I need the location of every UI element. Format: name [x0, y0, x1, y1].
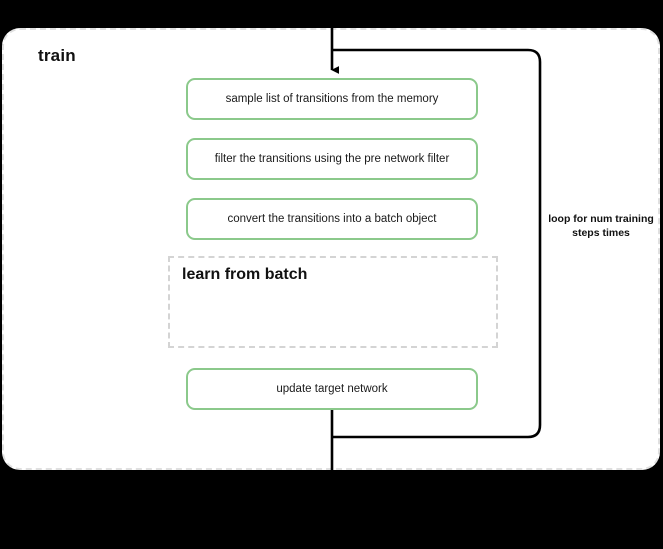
- process-node-label: filter the transitions using the pre net…: [214, 152, 450, 165]
- process-node-label: update target network: [276, 382, 388, 395]
- process-node-label: convert the transitions into a batch obj…: [227, 212, 437, 225]
- process-node-label: sample list of transitions from the memo…: [225, 92, 439, 105]
- process-node-sample[interactable]: sample list of transitions from the memo…: [186, 78, 478, 120]
- sub-scope-title-learn-from-batch: learn from batch: [182, 266, 308, 283]
- loop-annotation-label: loop for num training steps times: [548, 213, 654, 239]
- process-node-update-target-network[interactable]: update target network: [186, 368, 478, 410]
- scope-title-train: train: [38, 46, 76, 65]
- process-node-convert[interactable]: convert the transitions into a batch obj…: [186, 198, 478, 240]
- process-node-filter[interactable]: filter the transitions using the pre net…: [186, 138, 478, 180]
